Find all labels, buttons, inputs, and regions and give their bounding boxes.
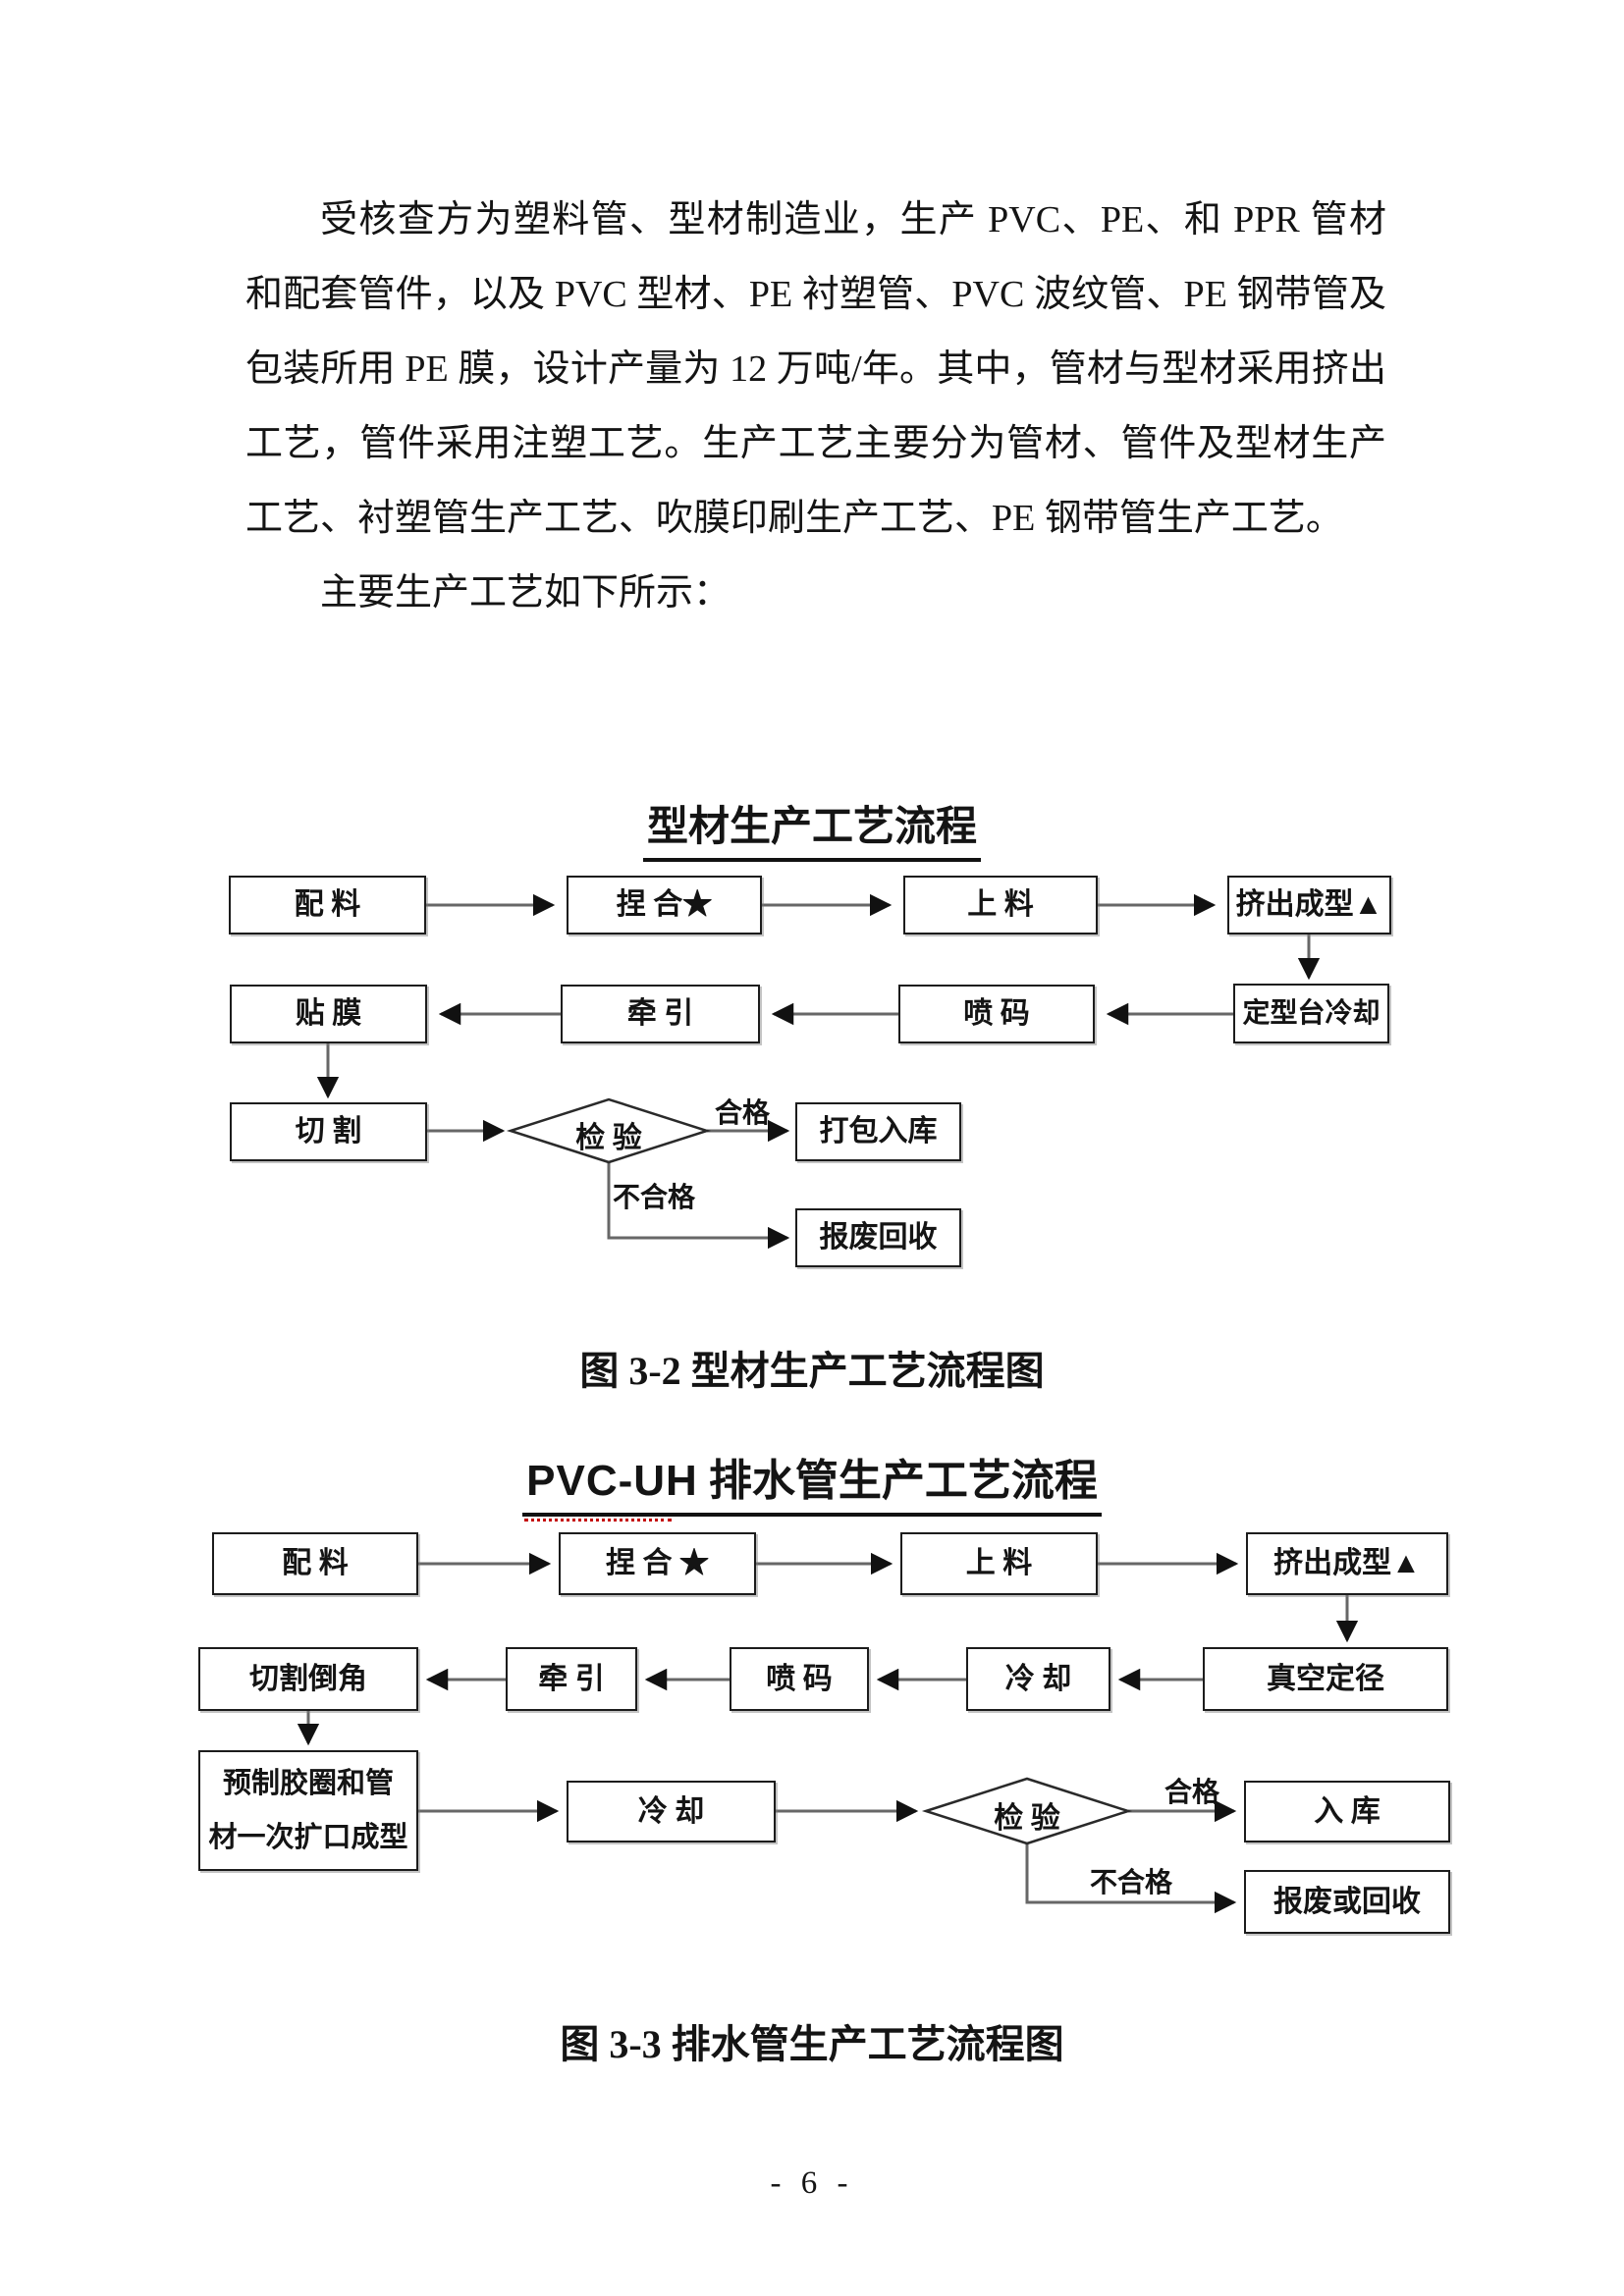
- flow2-node-extrusion: 挤出成型▲: [1246, 1532, 1448, 1595]
- flow2-node-kneading: 捏 合 ★: [559, 1532, 756, 1595]
- flow-node-extrusion: 挤出成型▲: [1227, 876, 1391, 934]
- flow2-decision-inspection: 检 验: [994, 1802, 1060, 1835]
- paragraph-intro: 受核查方为塑料管、型材制造业，生产 PVC、PE、和 PPR 管材和配套管件，以…: [245, 199, 1386, 539]
- flow-node-packing-warehousing: 打包入库: [795, 1102, 961, 1161]
- body-text: 受核查方为塑料管、型材制造业，生产 PVC、PE、和 PPR 管材和配套管件，以…: [245, 183, 1386, 630]
- spellcheck-squiggle: [524, 1519, 673, 1522]
- flow2-node-socket-forming: 预制胶圈和管 材一次扩口成型: [198, 1750, 418, 1871]
- flow-node-hauling: 牵 引: [561, 985, 760, 1043]
- branch-label-pass: 合格: [715, 1098, 771, 1129]
- flow-node-feeding: 上 料: [903, 876, 1098, 934]
- flow2-node-code-printing: 喷 码: [730, 1647, 869, 1711]
- flow2-node-hauling: 牵 引: [506, 1647, 637, 1711]
- chart2-caption: 图 3-3 排水管生产工艺流程图: [560, 2022, 1064, 2066]
- flow2-node-cooling-2: 冷 却: [567, 1781, 776, 1842]
- flow2-node-mixing-ingredients: 配 料: [212, 1532, 418, 1595]
- flow2-node-vacuum-sizing: 真空定径: [1203, 1647, 1448, 1711]
- chart2-title-cn: 排水管生产工艺流程: [697, 1457, 1098, 1505]
- flow-decision-inspection: 检 验: [575, 1122, 642, 1154]
- page-number: - 6 -: [770, 2165, 854, 2201]
- flow-node-scrap-recycling: 报废回收: [795, 1208, 961, 1267]
- chart2-title-latin: PVC-UH: [526, 1457, 698, 1505]
- flow-node-code-printing: 喷 码: [898, 985, 1095, 1043]
- flow2-node-socket-forming-line2: 材一次扩口成型: [208, 1821, 408, 1853]
- flow2-node-feeding: 上 料: [900, 1532, 1098, 1595]
- flow-node-cutting: 切 割: [230, 1102, 427, 1161]
- paragraph-lead-in: 主要生产工艺如下所示：: [320, 572, 731, 614]
- flow2-node-socket-forming-line1: 预制胶圈和管: [222, 1768, 394, 1800]
- branch-label-fail: 不合格: [613, 1183, 696, 1213]
- chart2-title: PVC-UH 排水管生产工艺流程: [0, 1445, 1624, 1522]
- flow2-node-warehousing: 入 库: [1244, 1781, 1450, 1842]
- chart1-title: 型材生产工艺流程: [0, 793, 1624, 862]
- flow2-node-scrap-or-recycle: 报废或回收: [1244, 1870, 1450, 1934]
- chart1-caption: 图 3-2 型材生产工艺流程图: [579, 1349, 1045, 1393]
- flow2-node-cooling-1: 冷 却: [966, 1647, 1110, 1711]
- flow-node-shaping-cooling: 定型台冷却: [1233, 984, 1389, 1043]
- flow-node-film-laminating: 贴 膜: [230, 985, 427, 1043]
- flow-node-kneading: 捏 合★: [567, 876, 762, 934]
- flow2-node-cutting-chamfering: 切割倒角: [198, 1647, 418, 1711]
- branch2-label-pass: 合格: [1164, 1778, 1220, 1808]
- branch2-label-fail: 不合格: [1090, 1868, 1173, 1898]
- flow-node-mixing-ingredients: 配 料: [229, 876, 426, 934]
